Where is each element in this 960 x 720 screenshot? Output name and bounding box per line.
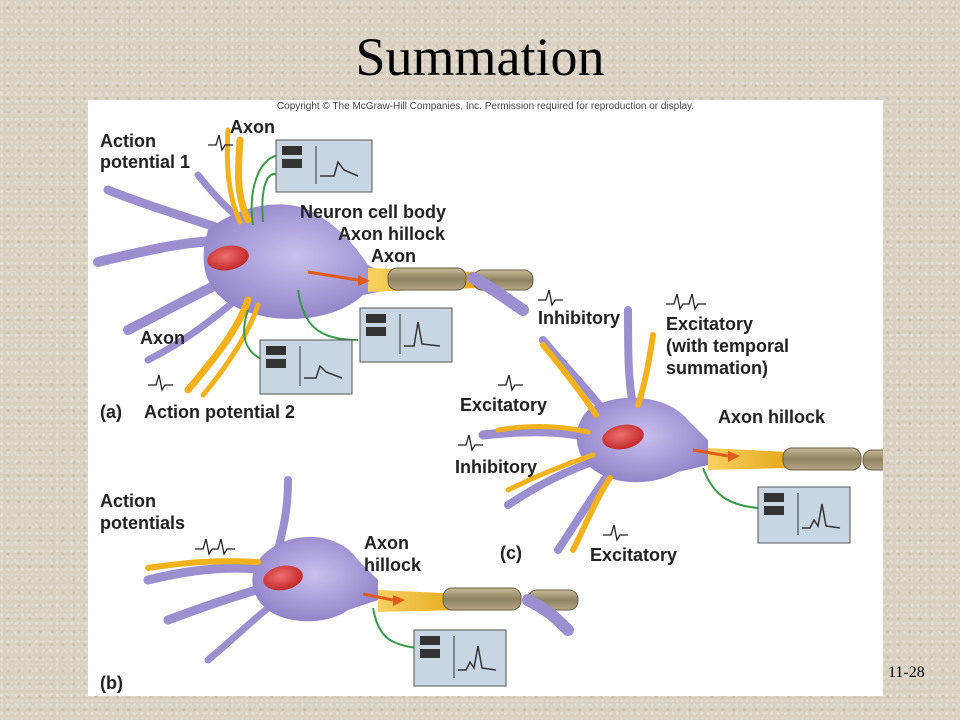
label-excitatory-temporal-2: (with temporal (666, 336, 790, 356)
copyright-notice: Copyright © The McGraw-Hill Companies, I… (276, 101, 695, 112)
panel-c-neuron (478, 306, 883, 554)
nucleus-c (602, 424, 644, 450)
label-action-potentials-line2: potentials (100, 513, 186, 533)
label-excitatory-temporal-1: Excitatory (666, 314, 754, 334)
label-axon-hillock-b-line2: hillock (364, 555, 422, 575)
label-inhibitory-top: Inhibitory (538, 308, 620, 328)
neuron-diagram (93, 127, 883, 687)
label-action-potentials-line1: Action (100, 491, 156, 511)
label-excitatory-temporal-3: summation) (666, 358, 769, 378)
monitor-c (757, 486, 851, 544)
label-action-potential-1-line1: Action (100, 131, 156, 151)
nucleus-b (263, 565, 303, 591)
label-excitatory-bottom: Excitatory (590, 545, 678, 565)
label-axon-bottom: Axon (140, 328, 185, 348)
summation-figure: Copyright © The McGraw-Hill Companies, I… (88, 100, 883, 696)
label-neuron-cell-body: Neuron cell body (300, 202, 447, 222)
label-axon-hillock-b-line1: Axon (364, 533, 409, 553)
label-axon-hillock-c: Axon hillock (718, 407, 826, 427)
nucleus-a (207, 245, 249, 271)
monitor-a-mid (359, 307, 453, 363)
panel-a-neuron (93, 127, 534, 398)
label-axon-right-a: Axon (371, 246, 416, 266)
label-axon-hillock-a: Axon hillock (338, 224, 446, 244)
panel-a-letter: (a) (100, 402, 122, 422)
label-inhibitory-left: Inhibitory (455, 457, 537, 477)
panel-c-letter: (c) (500, 543, 522, 563)
label-action-potential-2: Action potential 2 (144, 402, 296, 422)
monitor-b (413, 629, 507, 687)
panel-b-neuron (143, 476, 579, 664)
label-excitatory-left: Excitatory (460, 395, 548, 415)
monitor-a-bottom (259, 339, 353, 395)
monitor-a-top (275, 139, 373, 193)
panel-b-letter: (b) (100, 673, 123, 693)
label-axon-top: Axon (230, 117, 275, 137)
slide-number: 11-28 (888, 664, 925, 681)
label-action-potential-1-line2: potential 1 (100, 152, 191, 172)
slide-title: Summation (355, 27, 605, 87)
spike-symbols (148, 134, 706, 556)
